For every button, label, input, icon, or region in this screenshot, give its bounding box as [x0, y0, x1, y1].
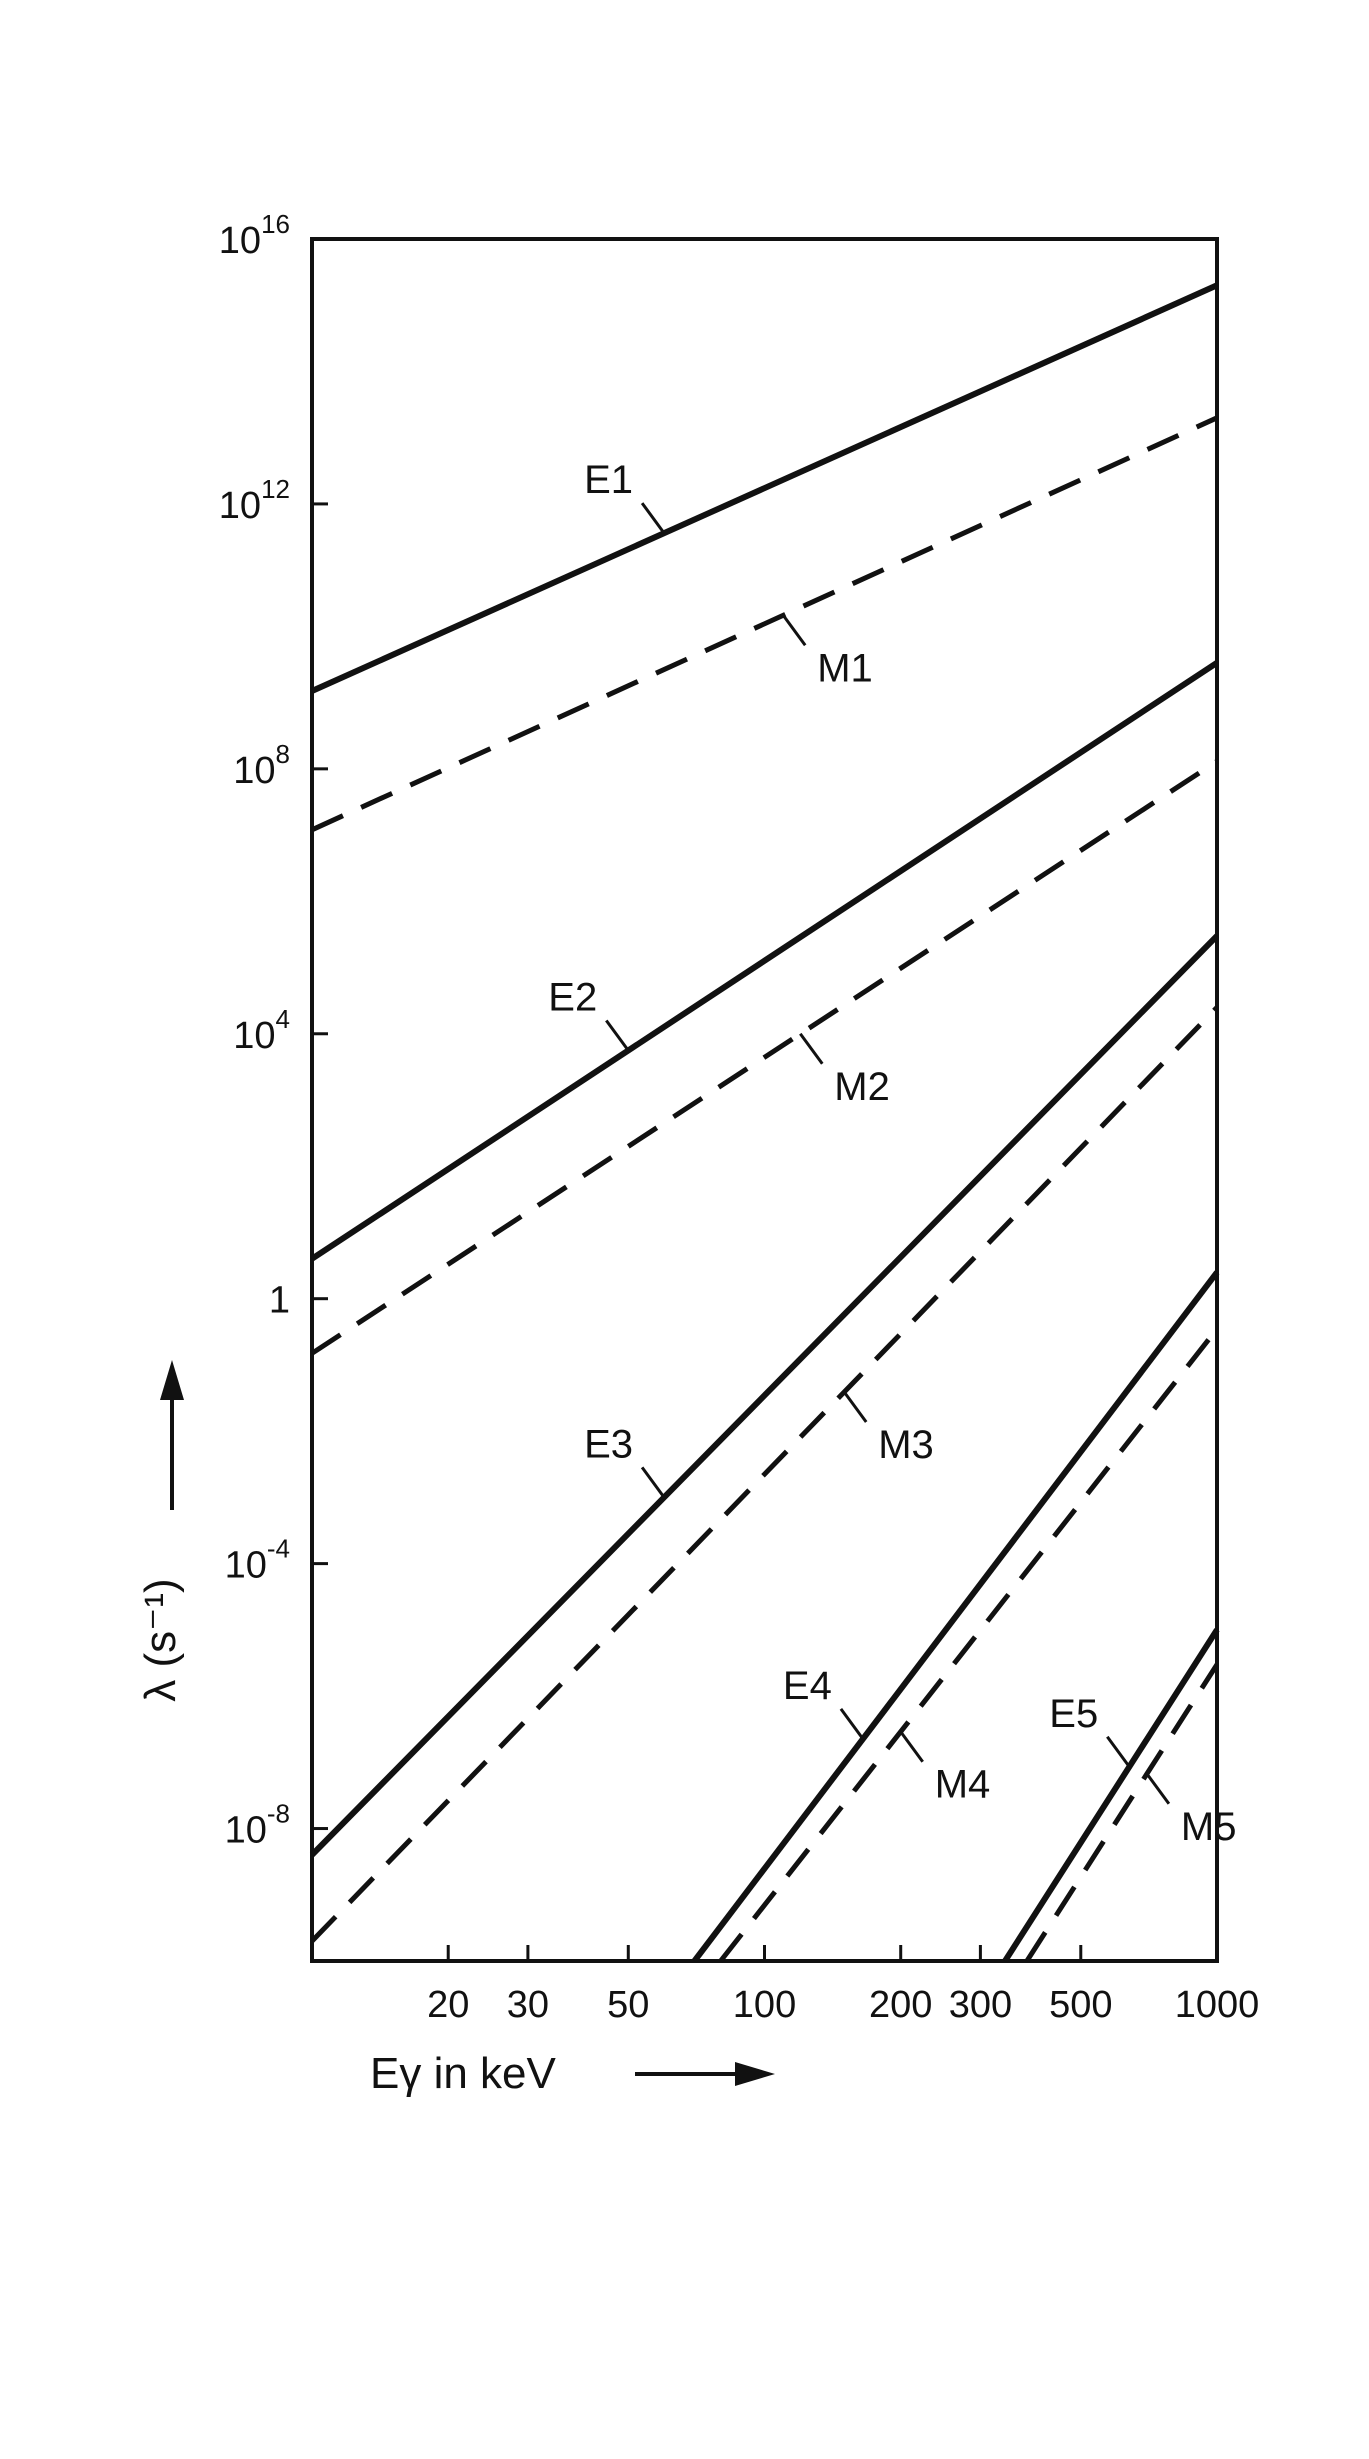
leader-e4: [839, 1708, 865, 1740]
leader-layer: [605, 502, 1171, 1805]
series-label-e5: E5: [1049, 1692, 1098, 1736]
leader-m2: [799, 1032, 824, 1065]
leader-m3: [842, 1391, 868, 1423]
x-axis-title: Eγ in keV: [370, 2049, 557, 2098]
series-line-e5: [1002, 1628, 1220, 1963]
x-tick-label: 30: [507, 1984, 549, 2026]
series-line-m5: [1024, 1663, 1220, 1963]
series-layer: [309, 282, 1220, 1963]
series-label-e4: E4: [783, 1664, 832, 1708]
series-line-m2: [310, 759, 1219, 1356]
leader-m4: [899, 1730, 924, 1763]
x-axis-arrow: [635, 2062, 775, 2086]
y-axis-title: λ (s⁻¹): [136, 1578, 185, 1701]
series-label-m1: M1: [817, 646, 873, 690]
y-tick-label: 104: [233, 1004, 290, 1057]
series-label-m3: M3: [878, 1423, 934, 1467]
leader-e5: [1106, 1735, 1131, 1768]
leader-m5: [1145, 1772, 1171, 1805]
y-tick-label: 1012: [219, 474, 290, 527]
y-axis-arrow: [160, 1360, 184, 1510]
series-label-m4: M4: [935, 1763, 991, 1807]
x-tick-label: 300: [949, 1984, 1012, 2026]
series-label-e1: E1: [584, 458, 633, 502]
x-tick-label: 200: [869, 1984, 932, 2026]
leader-e1: [640, 502, 666, 534]
y-tick-label: 1016: [219, 209, 290, 262]
y-tick-label: 10-4: [225, 1534, 290, 1587]
leader-e3: [640, 1466, 666, 1499]
series-line-m3: [310, 1005, 1219, 1943]
x-tick-label: 50: [607, 1984, 649, 2026]
series-line-e1: [310, 282, 1219, 694]
y-tick-label: 108: [233, 739, 290, 792]
series-label-m2: M2: [834, 1065, 890, 1109]
series-line-m4: [718, 1327, 1219, 1963]
y-tick-label: 1: [269, 1280, 290, 1322]
series-line-e3: [309, 933, 1220, 1858]
y-axis: 1016 1012 108 104 1 10-4 10-8: [219, 209, 328, 1852]
series-label-e3: E3: [584, 1422, 633, 1466]
x-tick-label: 100: [733, 1984, 796, 2026]
series-label-m5: M5: [1181, 1805, 1237, 1849]
leader-m1: [781, 614, 807, 647]
series-line-e2: [310, 660, 1219, 1262]
series-line-e4: [692, 1270, 1220, 1963]
x-tick-label: 20: [427, 1984, 469, 2026]
leader-e2: [605, 1019, 630, 1052]
x-tick-label: 500: [1049, 1984, 1112, 2026]
y-axis-title-group: λ (s⁻¹): [136, 1578, 185, 1701]
series-label-e2: E2: [548, 976, 597, 1020]
x-axis: 20 30 50 100 200 300 500 1000: [427, 1945, 1259, 2026]
series-line-m1: [310, 415, 1219, 833]
y-tick-label: 10-8: [225, 1799, 290, 1852]
x-tick-label: 1000: [1175, 1984, 1260, 2026]
